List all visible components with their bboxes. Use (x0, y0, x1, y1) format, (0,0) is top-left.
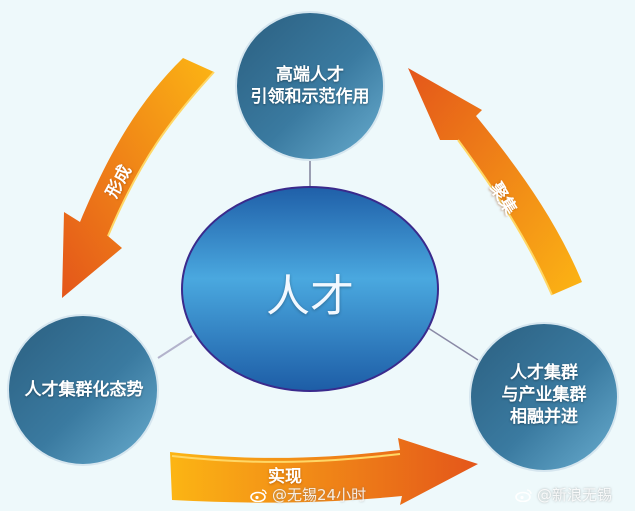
watermark-1: @无锡24小时 (250, 484, 366, 505)
watermark-2: @新浪无锡 (515, 484, 612, 505)
node-right-line-2: 与产业集群 (501, 384, 587, 405)
arrow-bottom-label: 实现 (268, 467, 302, 487)
node-right-line-1: 人才集群 (510, 362, 578, 383)
arrow-right (408, 68, 582, 296)
arrow-left (62, 58, 215, 298)
node-top-line-2: 引领和示范作用 (250, 87, 370, 107)
center-label: 人才 (266, 271, 354, 322)
weibo-icon (515, 488, 533, 502)
node-top-line-1: 高端人才 (276, 64, 344, 85)
node-left-label: 人才集群化态势 (8, 372, 160, 408)
node-right-circle (469, 322, 619, 472)
watermark-1-text: @无锡24小时 (272, 486, 367, 504)
node-right-label: 人才集群 与产业集群 相融并进 (474, 350, 614, 440)
weibo-icon (250, 488, 268, 502)
node-top-circle (235, 11, 385, 161)
watermark-2-text: @新浪无锡 (537, 486, 613, 504)
node-left-line-1: 人才集群化态势 (24, 379, 144, 400)
node-right-line-3: 相融并进 (510, 407, 578, 428)
connector-right (424, 325, 479, 361)
connector-left (157, 335, 193, 359)
node-top-label: 高端人才 引领和示范作用 (240, 48, 380, 124)
node-left-circle (7, 314, 159, 466)
center-ellipse (181, 186, 439, 392)
arrow-bottom (170, 438, 478, 505)
